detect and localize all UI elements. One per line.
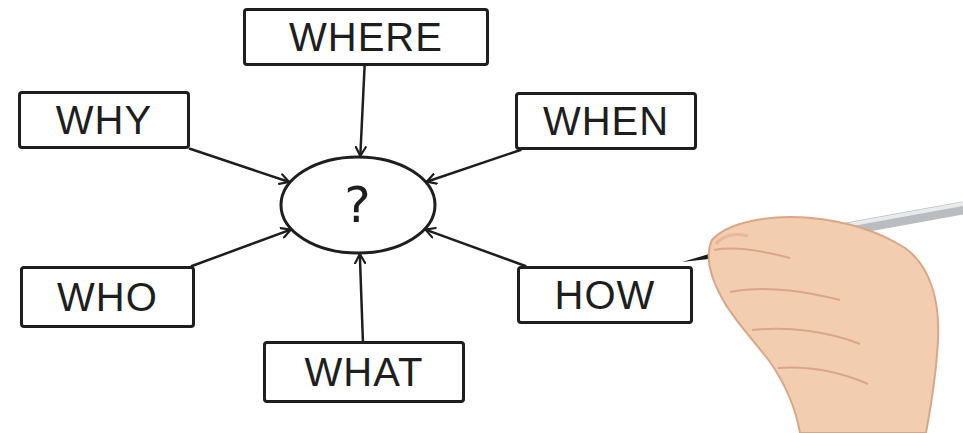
question-word: WHEN — [543, 99, 669, 143]
arrow-connector — [360, 66, 364, 156]
thumb-line — [714, 248, 790, 258]
finger-line — [752, 329, 860, 344]
hand-shape — [709, 217, 939, 433]
finger-line — [778, 368, 868, 384]
question-box: HOW — [517, 266, 693, 324]
question-box: WHAT — [263, 341, 465, 403]
arrow-connector — [190, 149, 289, 182]
arrow-connector — [427, 150, 521, 182]
question-box: WHO — [20, 266, 195, 328]
question-box: WHEN — [515, 92, 697, 150]
center-circle: ? — [279, 155, 437, 255]
fingernail — [716, 234, 748, 244]
question-word: WHY — [56, 98, 152, 142]
arrow-connector — [426, 230, 526, 266]
question-word: WHERE — [289, 15, 443, 59]
question-mark: ? — [344, 178, 372, 233]
question-word: HOW — [555, 273, 656, 317]
arrow-connector — [360, 254, 363, 341]
question-box: WHERE — [243, 8, 489, 66]
question-word: WHAT — [305, 350, 424, 394]
question-box: WHY — [18, 91, 190, 149]
arrow-connector — [192, 230, 291, 266]
question-word: WHO — [57, 275, 158, 319]
finger-line — [730, 289, 840, 300]
